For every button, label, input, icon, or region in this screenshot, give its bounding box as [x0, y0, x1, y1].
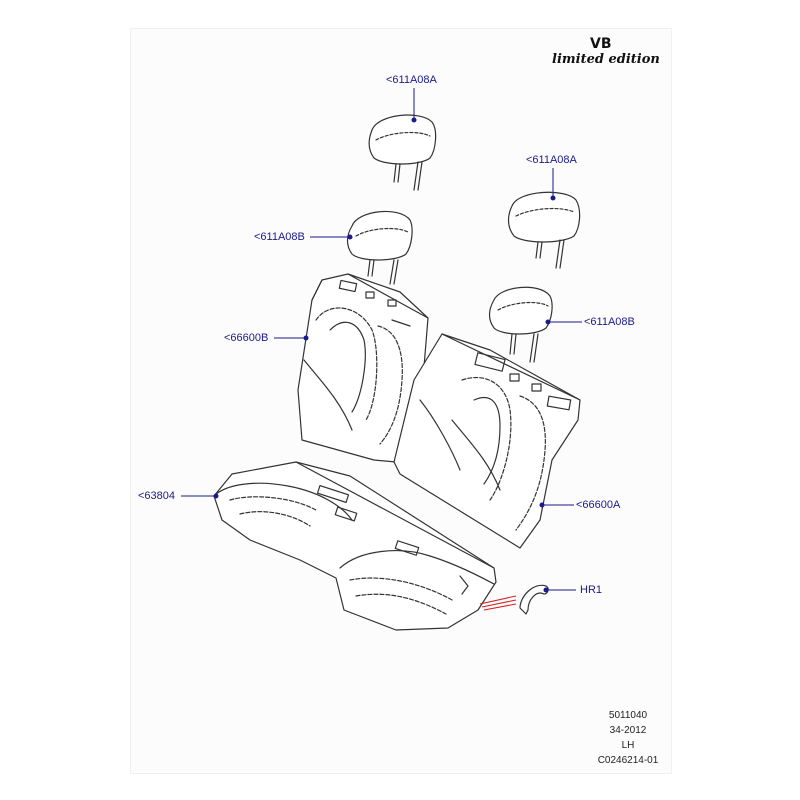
headrest-right-lower[interactable]	[488, 286, 553, 363]
diagram-reference: C0246214-01	[597, 755, 659, 766]
backrest-right-66600A[interactable]	[393, 333, 581, 549]
callout-611A08A-right[interactable]: <611A08A	[526, 154, 577, 166]
callout-hr1[interactable]: HR1	[580, 584, 603, 596]
callout-66600B[interactable]: <66600B	[224, 332, 269, 344]
callout-63804[interactable]: <63804	[138, 490, 176, 502]
seat-cushion-63804[interactable]	[213, 461, 497, 631]
diagram-date: 34-2012	[609, 725, 647, 736]
diagram-number: 5011040	[608, 710, 648, 721]
backrest-left-66600B[interactable]	[297, 273, 429, 463]
callout-66600A[interactable]: <66600A	[576, 499, 621, 511]
callout-611A08A-top[interactable]: <611A08A	[386, 74, 437, 86]
headrest-left-lower[interactable]	[346, 210, 413, 285]
headrest-top-left[interactable]	[368, 114, 437, 191]
callout-611A08B-left[interactable]: <611A08B	[254, 231, 305, 243]
headrest-right-upper[interactable]	[507, 191, 581, 269]
callout-611A08B-right[interactable]: <611A08B	[584, 316, 635, 328]
edition-label: limited edition	[552, 52, 660, 67]
hook-highlight-lines	[479, 595, 517, 611]
diagram-side: LH	[621, 740, 635, 751]
model-code-label: VB	[590, 36, 612, 52]
